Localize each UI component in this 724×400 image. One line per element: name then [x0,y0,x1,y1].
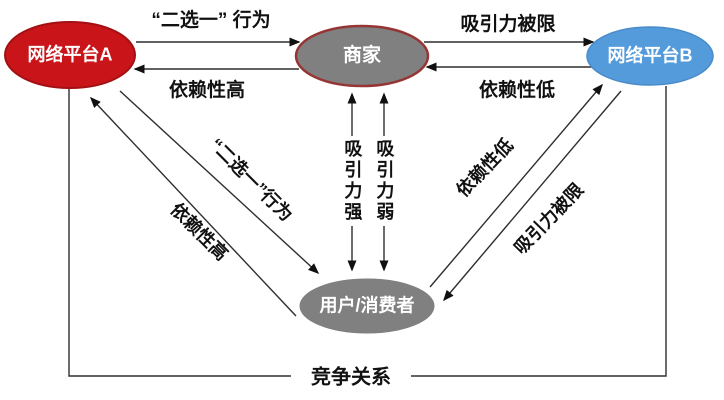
dependency-low-top-label: 依赖性低 [478,80,556,102]
edge-choose-one-diagonal-arrow [119,90,320,275]
platform-a-label: 网络平台A [27,44,113,65]
attraction-limited-top-label: 吸引力被限 [460,14,556,36]
edge-dependency-low-diagonal-arrow [429,83,603,288]
edge-dependency-high-diagonal-arrow [89,96,297,317]
choose-one-top-label: “二选一” 行为 [151,10,271,32]
attraction-weak-label: 吸引力弱 [372,136,396,226]
node-platform-b [586,26,714,86]
node-platform-a [4,21,136,89]
user-label: 用户/消费者 [319,295,415,316]
dependency-high-top-label: 依赖性高 [168,80,246,102]
merchant-label: 商家 [342,45,382,67]
competition-label: 竞争关系 [291,365,411,391]
attraction-strong-label: 吸引力强 [340,136,364,226]
edge-attraction-limited-diagonal-arrow [443,90,622,302]
node-user [299,278,435,334]
platform-b-label: 网络平台B [607,45,693,66]
node-merchant [294,24,430,88]
